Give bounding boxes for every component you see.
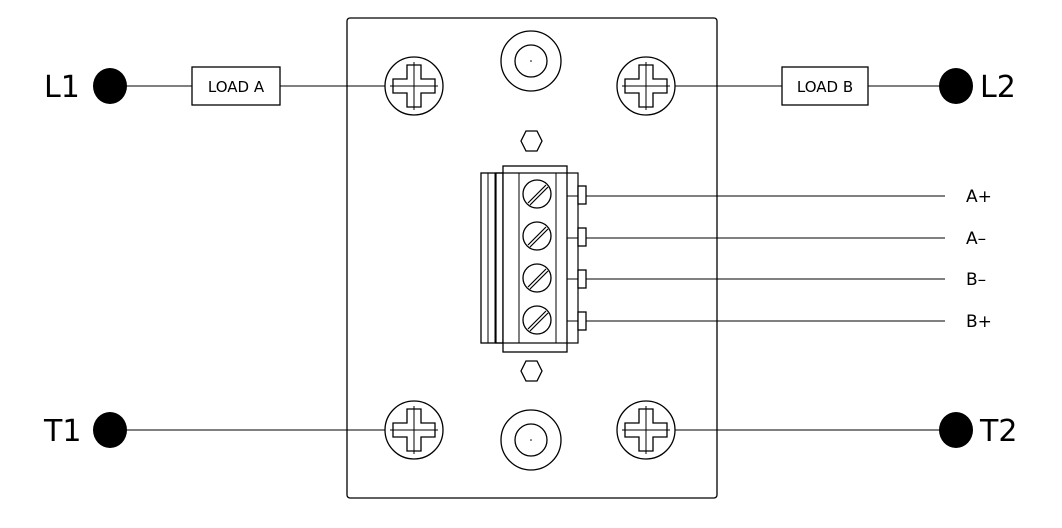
mounting-hole-top: [500, 30, 562, 92]
signal-label-a-minus: A–: [966, 229, 986, 249]
terminal-label-t2: T2: [979, 414, 1017, 449]
signal-label-a-plus: A+: [966, 187, 992, 207]
load-b-box: LOAD B: [781, 66, 869, 106]
wire-clamp-3: [577, 269, 587, 289]
mounting-hole-bottom: [500, 409, 562, 471]
terminal-label-l2: L2: [980, 70, 1016, 105]
load-a-box: LOAD A: [191, 66, 281, 106]
screw-top-right: [616, 56, 676, 116]
wire-clamp-2: [577, 227, 587, 247]
terminal-dot-l2: [939, 68, 973, 104]
load-b-label: LOAD B: [797, 78, 853, 96]
terminal-dot-t2: [939, 412, 973, 448]
terminal-label-t1: T1: [43, 414, 81, 449]
terminal-screw-3: [522, 263, 552, 293]
screw-bottom-right: [616, 400, 676, 460]
terminal-screw-4: [522, 305, 552, 335]
screw-top-left: [384, 56, 444, 116]
terminal-dot-t1: [93, 412, 127, 448]
signal-label-b-minus: B–: [966, 270, 986, 290]
terminal-label-l1: L1: [44, 70, 80, 105]
signal-label-b-plus: B+: [966, 312, 992, 332]
screw-bottom-left: [384, 400, 444, 460]
hex-nut-bottom: [520, 360, 543, 382]
terminal-block: [480, 165, 587, 353]
wire-clamp-1: [577, 185, 587, 205]
load-a-label: LOAD A: [208, 78, 265, 96]
hex-nut-top: [520, 130, 543, 152]
wire-clamp-4: [577, 311, 587, 331]
terminal-dot-l1: [93, 68, 127, 104]
terminal-screw-1: [522, 179, 552, 209]
terminal-screw-2: [522, 221, 552, 251]
